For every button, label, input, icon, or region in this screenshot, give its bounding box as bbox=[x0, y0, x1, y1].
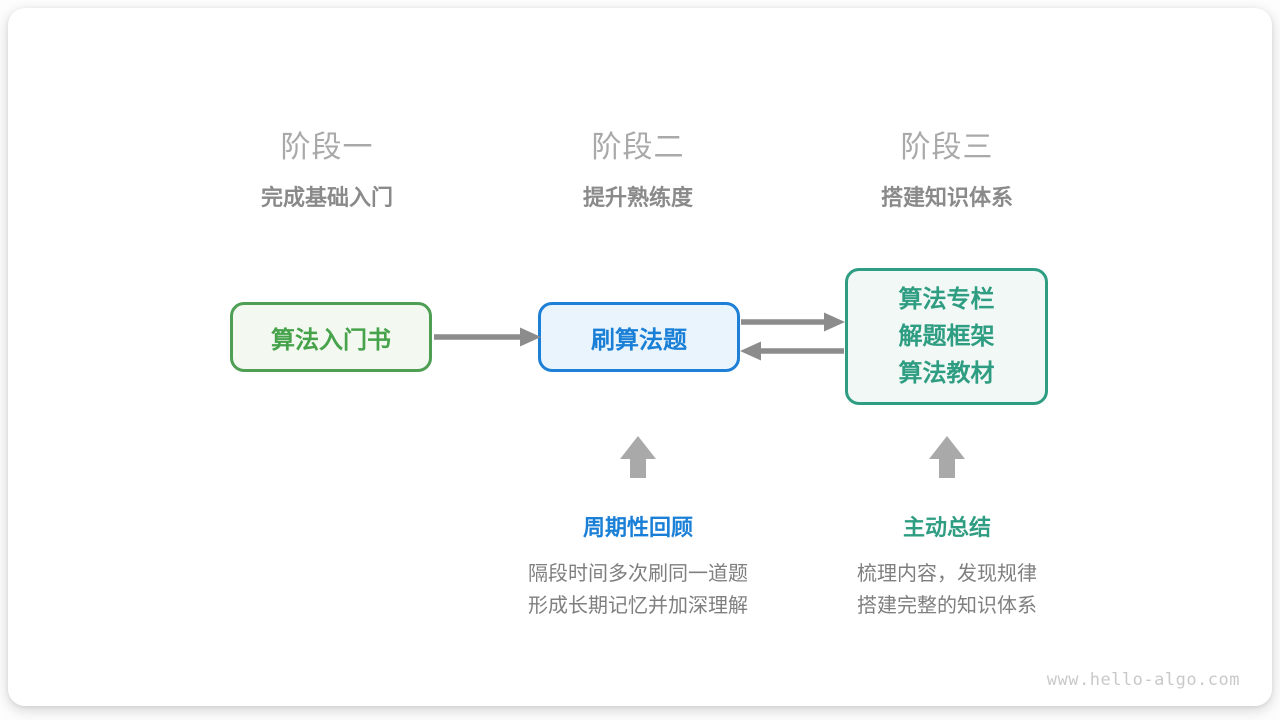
site-watermark: www.hello-algo.com bbox=[1046, 670, 1240, 690]
annotation-review-desc-line-1: 隔段时间多次刷同一道题 bbox=[528, 563, 748, 585]
box-intro-book: 算法入门书 bbox=[230, 302, 432, 372]
annotation-summarize-label: 主动总结 bbox=[902, 515, 991, 540]
box-knowledge-line-3: 算法教材 bbox=[898, 360, 995, 387]
annotation-summarize-desc-line-2: 搭建完整的知识体系 bbox=[857, 595, 1037, 617]
stage-2-title: 阶段二 bbox=[591, 131, 685, 164]
box-knowledge-resources: 算法专栏 解题框架 算法教材 bbox=[845, 268, 1048, 405]
box-intro-book-label: 算法入门书 bbox=[271, 326, 391, 354]
annotation-review-label: 周期性回顾 bbox=[582, 515, 693, 540]
annotation-summarize-desc: 梳理内容，发现规律 搭建完整的知识体系 bbox=[797, 558, 1097, 622]
box-knowledge-line-1: 算法专栏 bbox=[898, 286, 995, 313]
annotation-review-desc-line-2: 形成长期记忆并加深理解 bbox=[528, 595, 748, 617]
stage-3-title: 阶段三 bbox=[900, 131, 994, 164]
stage-1-subtitle: 完成基础入门 bbox=[260, 185, 393, 210]
stage-3-subtitle: 搭建知识体系 bbox=[880, 185, 1013, 210]
annotation-review-desc: 隔段时间多次刷同一道题 形成长期记忆并加深理解 bbox=[488, 558, 788, 622]
box-knowledge-line-2: 解题框架 bbox=[898, 323, 995, 350]
box-practice-problems-label: 刷算法题 bbox=[591, 326, 687, 354]
stage-2-subtitle: 提升熟练度 bbox=[582, 185, 693, 210]
stage-1-title: 阶段一 bbox=[280, 131, 374, 164]
box-practice-problems: 刷算法题 bbox=[538, 302, 740, 372]
annotation-summarize-desc-line-1: 梳理内容，发现规律 bbox=[857, 563, 1037, 585]
